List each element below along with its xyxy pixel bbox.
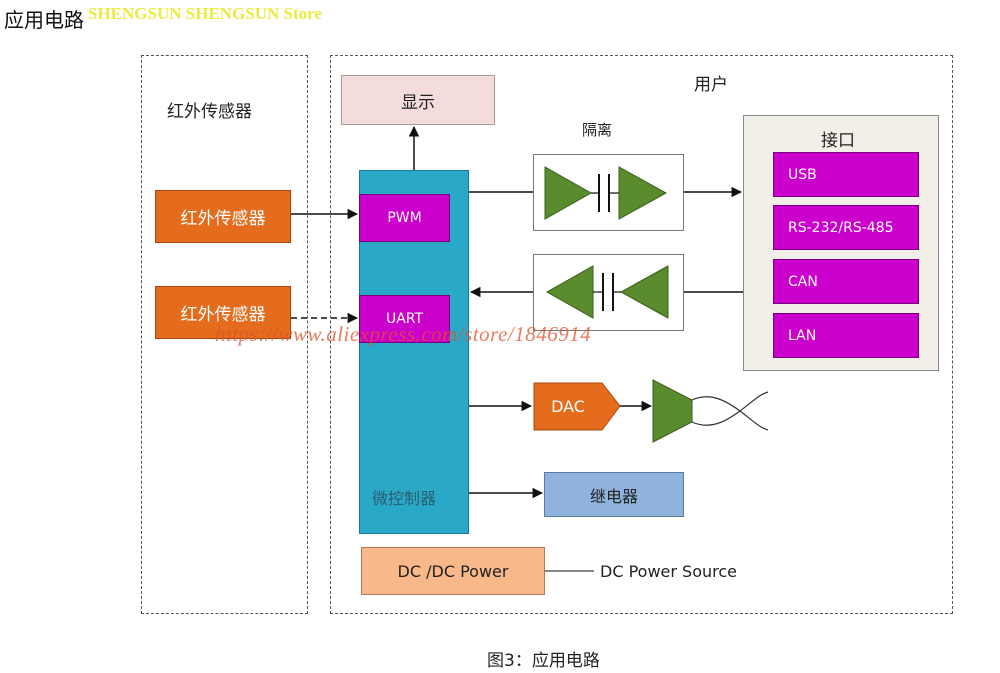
- isolator-top-triangle-right: [618, 166, 668, 220]
- port-rs232-rs485: RS-232/RS-485: [773, 205, 919, 250]
- microcontroller-label: 微控制器: [372, 489, 437, 508]
- isolator-bottom-triangle-right: [619, 265, 669, 319]
- power-source-label: DC Power Source: [600, 562, 737, 581]
- sensor-panel: [141, 55, 308, 614]
- display-block: 显示: [341, 75, 495, 125]
- infrared-sensor-1: 红外传感器: [155, 190, 291, 243]
- dac-label: DAC: [551, 397, 585, 416]
- port-lan: LAN: [773, 313, 919, 358]
- url-watermark: https://www.aliexpress.com/store/1846914: [215, 322, 592, 346]
- user-panel-label: 用户: [694, 75, 728, 95]
- port-can: CAN: [773, 259, 919, 304]
- isolator-top-triangle-left: [544, 166, 593, 220]
- amplifier-shape: [652, 379, 693, 443]
- isolation-label: 隔离: [582, 121, 613, 139]
- figure-caption: 图3：应用电路: [487, 651, 600, 671]
- port-usb: USB: [773, 152, 919, 197]
- uart-block: UART: [359, 295, 450, 343]
- sensor-panel-label: 红外传感器: [167, 102, 252, 122]
- page-title: 应用电路: [4, 8, 84, 32]
- relay-block: 继电器: [544, 472, 684, 517]
- dac-shape: [533, 382, 621, 431]
- user-panel: [330, 55, 953, 614]
- speaker-curve-bottom: [691, 410, 769, 431]
- dcdc-power-block: DC /DC Power: [361, 547, 545, 595]
- infrared-sensor-2: 红外传感器: [155, 286, 291, 339]
- speaker-curve-top: [691, 391, 769, 412]
- pwm-block: PWM: [359, 194, 450, 242]
- store-watermark: SHENGSUN SHENGSUN Store: [88, 4, 322, 23]
- interface-label: 接口: [821, 131, 855, 151]
- isolator-bottom-triangle-left: [545, 265, 594, 319]
